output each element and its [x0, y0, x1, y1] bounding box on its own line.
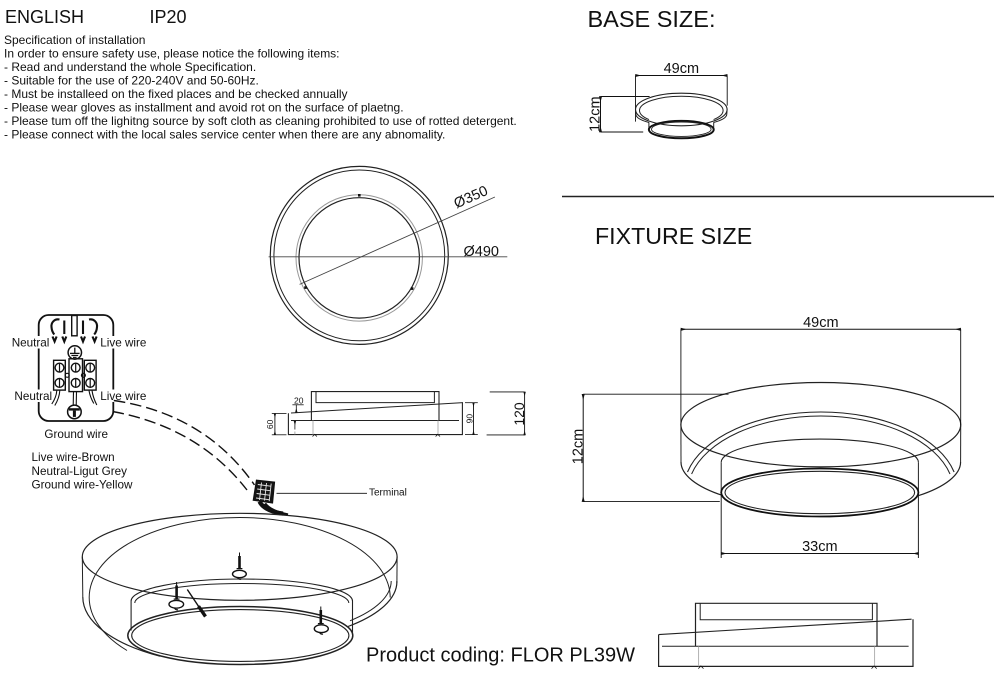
svg-text:49cm: 49cm — [803, 315, 838, 331]
svg-text:IP20: IP20 — [150, 7, 187, 27]
svg-text:20: 20 — [294, 396, 304, 406]
svg-text:33cm: 33cm — [802, 539, 837, 555]
svg-text:12cm: 12cm — [571, 429, 587, 464]
svg-text:- Please wear gloves as instal: - Please wear gloves as installment and … — [4, 101, 404, 115]
svg-text:Live wire: Live wire — [100, 337, 146, 350]
svg-text:49cm: 49cm — [664, 61, 699, 77]
svg-text:Live wire: Live wire — [100, 390, 146, 403]
svg-text:120: 120 — [511, 402, 527, 426]
svg-text:- Please connect with the loca: - Please connect with the local sales se… — [4, 128, 445, 142]
svg-text:Ground wire-Yellow: Ground wire-Yellow — [32, 479, 133, 492]
svg-text:Neutral-Ligut Grey: Neutral-Ligut Grey — [32, 465, 128, 478]
svg-text:- Read and understand the whol: - Read and understand the whole Specific… — [4, 60, 256, 74]
svg-text:Terminal: Terminal — [369, 487, 407, 498]
svg-text:Product coding: FLOR PL39W: Product coding: FLOR PL39W — [366, 645, 635, 667]
svg-text:90: 90 — [464, 414, 474, 424]
svg-text:BASE SIZE:: BASE SIZE: — [588, 6, 716, 32]
svg-text:- Please tum off the lighitng: - Please tum off the lighitng source by … — [4, 114, 517, 128]
svg-text:Neutral: Neutral — [14, 390, 52, 403]
svg-text:Specification of installation: Specification of installation — [4, 33, 145, 47]
svg-text:60: 60 — [265, 419, 275, 429]
svg-text:Ground wire: Ground wire — [44, 428, 108, 441]
svg-text:12cm: 12cm — [588, 96, 604, 131]
svg-text:In order to ensure safety use,: In order to ensure safety use, please no… — [4, 47, 340, 61]
svg-text:Ø490: Ø490 — [464, 244, 499, 260]
svg-text:Neutral: Neutral — [12, 337, 50, 350]
svg-text:Live wire-Brown: Live wire-Brown — [32, 451, 115, 464]
svg-text:- Must be installeed on the fi: - Must be installeed on the fixed places… — [4, 87, 348, 101]
svg-text:ENGLISH: ENGLISH — [5, 7, 84, 27]
svg-text:FIXTURE SIZE: FIXTURE SIZE — [595, 223, 752, 249]
svg-text:- Suitable for the use of 220-: - Suitable for the use of 220-240V and 5… — [4, 74, 259, 88]
